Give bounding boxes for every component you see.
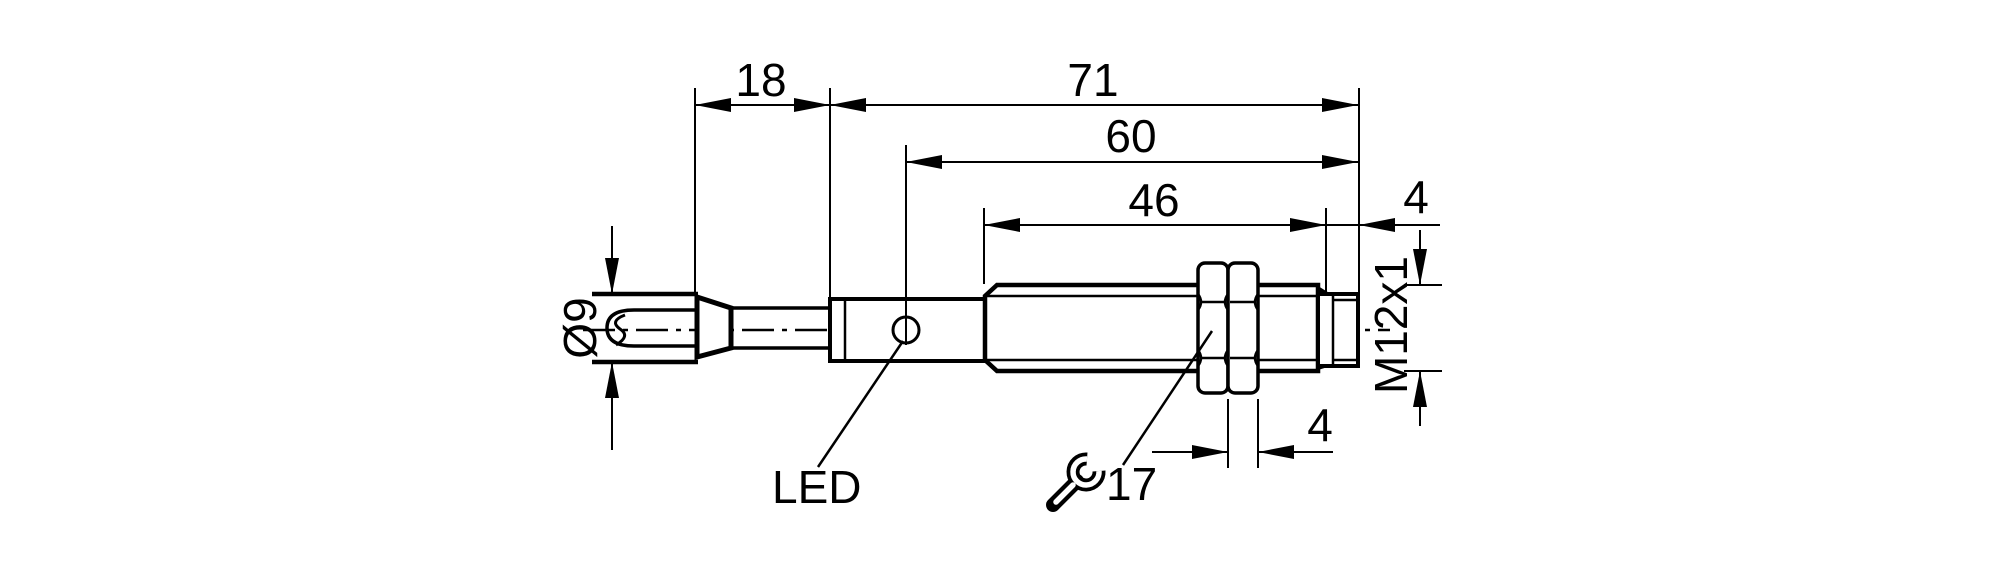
dim-4-end-label: 4 bbox=[1403, 171, 1429, 223]
wrench-icon bbox=[1046, 452, 1106, 512]
strain-relief-cone bbox=[694, 293, 734, 361]
extension-lines bbox=[694, 88, 1360, 468]
dim-4-nut-label: 4 bbox=[1307, 399, 1333, 451]
wrench-size-label: 17 bbox=[1106, 458, 1157, 510]
led-label: LED bbox=[772, 461, 861, 513]
cable-diameter-label: Ø9 bbox=[554, 297, 606, 358]
led-leader-line bbox=[816, 340, 905, 468]
dim-71-label: 71 bbox=[1067, 54, 1118, 106]
lock-nut-2 bbox=[1226, 261, 1260, 395]
wrench-leader-line bbox=[1121, 330, 1214, 466]
cable-sleeve bbox=[731, 306, 830, 350]
cable bbox=[592, 291, 702, 365]
dim-18-label: 18 bbox=[735, 54, 786, 106]
thread-size-label: M12x1 bbox=[1365, 256, 1417, 394]
cable-break-squiggle bbox=[614, 313, 627, 347]
lock-nut-1 bbox=[1196, 261, 1230, 395]
dim-60-label: 60 bbox=[1105, 110, 1156, 162]
connector-collar bbox=[1316, 286, 1360, 370]
dim-46-label: 46 bbox=[1128, 174, 1179, 226]
dimension-arrows bbox=[605, 98, 1427, 459]
threaded-barrel bbox=[982, 282, 1321, 374]
